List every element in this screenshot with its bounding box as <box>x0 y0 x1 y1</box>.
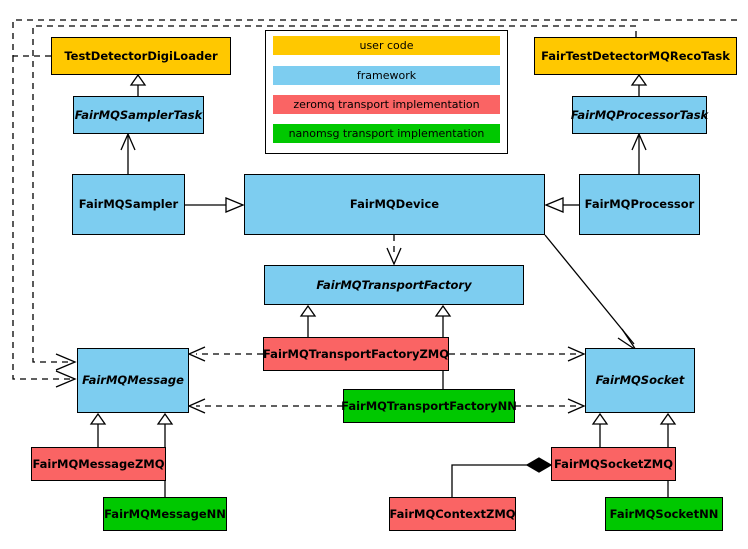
class-node-fairmqsamplertask[interactable]: FairMQSamplerTask <box>73 96 204 134</box>
class-node-fairmqtransportfactoryzmq[interactable]: FairMQTransportFactoryZMQ <box>263 337 449 371</box>
class-label-testdetectordigiloader: TestDetectorDigiLoader <box>64 48 218 63</box>
arrowhead-recotask-message <box>55 353 77 371</box>
arrowhead-generalization-samplertask <box>129 73 147 86</box>
arrowhead-open-device-socket <box>617 328 637 351</box>
arrowhead-open-sampler-samplertask <box>120 132 136 151</box>
class-label-fairmqsocket: FairMQSocket <box>595 373 685 388</box>
arrowhead-generalization-sampler-device <box>225 197 245 213</box>
legend-label-nanomsg: nanomsg transport implementation <box>288 127 485 140</box>
legend-item-nanomsg: nanomsg transport implementation <box>273 124 500 143</box>
class-node-fairmqsampler[interactable]: FairMQSampler <box>72 174 185 235</box>
arrowhead-dependency-device-factory <box>386 247 402 266</box>
class-node-fairmqdevice[interactable]: FairMQDevice <box>244 174 545 235</box>
class-label-fairmqcontextzmq: FairMQContextZMQ <box>389 506 516 521</box>
class-label-fairmqdevice: FairMQDevice <box>349 197 440 212</box>
class-node-fairmqmessagenn[interactable]: FairMQMessageNN <box>103 497 227 531</box>
class-node-fairmqsocketzmq[interactable]: FairMQSocketZMQ <box>551 447 676 481</box>
class-node-fairmqsocket[interactable]: FairMQSocket <box>585 348 695 413</box>
legend-label-framework: framework <box>356 69 417 82</box>
arrowhead-generalization-processor-device <box>544 197 564 213</box>
arrowhead-generalization-socketnn <box>659 412 677 425</box>
edge-device-socket <box>544 234 635 345</box>
arrowhead-generalization-socketzmq <box>591 412 609 425</box>
class-label-fairmqtransportfactoryzmq: FairMQTransportFactoryZMQ <box>263 346 450 361</box>
class-node-fairtestdetectormqrecotask[interactable]: FairTestDetectorMQRecoTask <box>534 37 737 75</box>
legend-label-user-code: user code <box>359 39 414 52</box>
legend-item-framework: framework <box>273 66 500 85</box>
arrowhead-dependency-factorynn-socket <box>567 398 586 414</box>
class-label-fairmqsampler: FairMQSampler <box>78 197 179 212</box>
arrowhead-dependency-factorynn-message <box>187 398 206 414</box>
edge-contextzmq-socketzmq <box>451 464 540 497</box>
class-label-fairmqtransportfactorynn: FairMQTransportFactoryNN <box>341 398 517 413</box>
class-node-fairmqsocketnn[interactable]: FairMQSocketNN <box>605 497 723 531</box>
legend-item-user-code: user code <box>273 36 500 55</box>
class-node-fairmqprocessortask[interactable]: FairMQProcessorTask <box>570 96 709 134</box>
legend-item-zeromq: zeromq transport implementation <box>273 95 500 114</box>
arrowhead-generalization-messagezmq <box>89 412 107 425</box>
arrowhead-generalization-processortask <box>630 73 648 86</box>
class-label-fairmqmessagezmq: FairMQMessageZMQ <box>32 456 165 471</box>
class-node-fairmqmessage[interactable]: FairMQMessage <box>77 348 189 413</box>
class-label-fairmqprocessortask: FairMQProcessorTask <box>570 107 709 122</box>
edge-recotask-to-message <box>32 25 637 363</box>
legend-label-zeromq: zeromq transport implementation <box>293 98 480 111</box>
arrowhead-digiloader-message <box>55 370 77 388</box>
class-label-fairmqmessagenn: FairMQMessageNN <box>104 506 226 521</box>
arrowhead-generalization-factoryzmq <box>299 304 317 317</box>
class-label-fairmqsocketnn: FairMQSocketNN <box>609 506 719 521</box>
arrowhead-dependency-factoryzmq-socket <box>567 346 586 362</box>
diamond-composition-socketzmq <box>525 457 553 473</box>
class-node-fairmqtransportfactorynn[interactable]: FairMQTransportFactoryNN <box>341 389 517 423</box>
arrowhead-dependency-factoryzmq-message <box>187 346 206 362</box>
arrowhead-open-processor-processortask <box>631 132 647 151</box>
class-label-fairmqsocketzmq: FairMQSocketZMQ <box>554 456 673 471</box>
class-label-fairmqtransportfactory: FairMQTransportFactory <box>316 277 472 292</box>
class-label-fairtestdetectormqrecotask: FairTestDetectorMQRecoTask <box>541 48 730 63</box>
class-label-fairmqsamplertask: FairMQSamplerTask <box>74 107 203 122</box>
arrowhead-generalization-messagenn <box>156 412 174 425</box>
class-label-fairmqprocessor: FairMQProcessor <box>584 197 695 212</box>
class-node-fairmqprocessor[interactable]: FairMQProcessor <box>579 174 700 235</box>
class-node-testdetectordigiloader[interactable]: TestDetectorDigiLoader <box>51 37 231 75</box>
class-label-fairmqmessage: FairMQMessage <box>82 373 184 388</box>
class-node-fairmqmessagezmq[interactable]: FairMQMessageZMQ <box>31 447 166 481</box>
edge-digiloader-to-message <box>12 19 737 380</box>
class-node-fairmqtransportfactory[interactable]: FairMQTransportFactory <box>264 265 524 305</box>
class-node-fairmqcontextzmq[interactable]: FairMQContextZMQ <box>389 497 516 531</box>
arrowhead-generalization-factorynn <box>434 304 452 317</box>
